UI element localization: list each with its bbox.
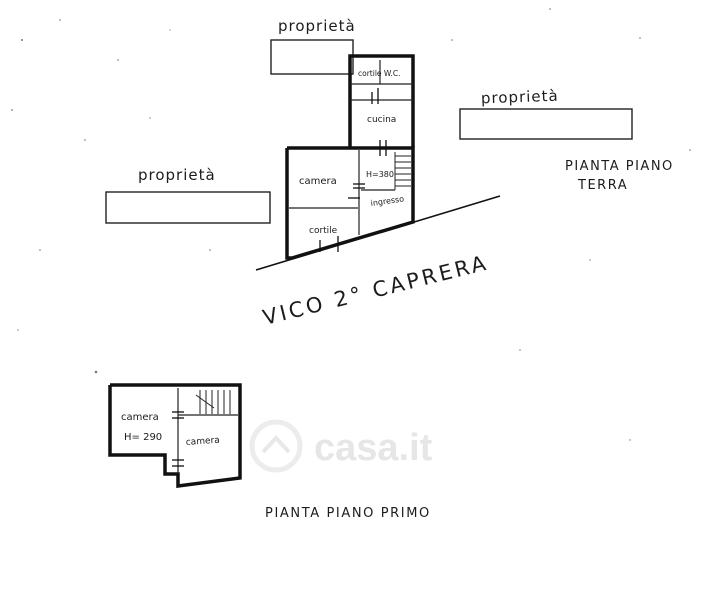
watermark: casa.it (249, 419, 433, 473)
scan-noise (11, 8, 691, 441)
room-label-cucina: cucina (367, 115, 396, 125)
label-proprieta-right: proprietà (481, 87, 559, 108)
watermark-text: casa.it (314, 427, 433, 469)
redacted-box-right (459, 108, 633, 140)
room-label-camera-ground: camera (299, 176, 337, 187)
title-pianta-piano-terra-line1: PIANTA PIANO (565, 159, 674, 174)
title-pianta-piano-primo: PIANTA PIANO PRIMO (265, 506, 431, 521)
label-proprieta-left: proprietà (138, 166, 216, 184)
room-label-camera-first-right: camera (186, 436, 221, 448)
room-label-cortile: cortile (309, 226, 338, 236)
label-proprieta-top: proprietà (278, 17, 356, 35)
room-label-camera-first-left: camera (121, 412, 159, 423)
room-height-first: H= 290 (124, 432, 162, 443)
redacted-box-left (105, 191, 271, 224)
first-floor-plan (108, 383, 242, 488)
ground-floor-plan (285, 54, 415, 260)
room-height-ground: H=380 (366, 170, 394, 179)
title-pianta-piano-terra-line2: TERRA (577, 178, 628, 193)
redacted-box-top (270, 39, 354, 75)
room-label-ingresso: ingresso (370, 194, 405, 208)
room-label-cortile-wc: cortile W.C. (358, 69, 400, 78)
street-name: VICO 2° CAPRERA (260, 251, 491, 330)
